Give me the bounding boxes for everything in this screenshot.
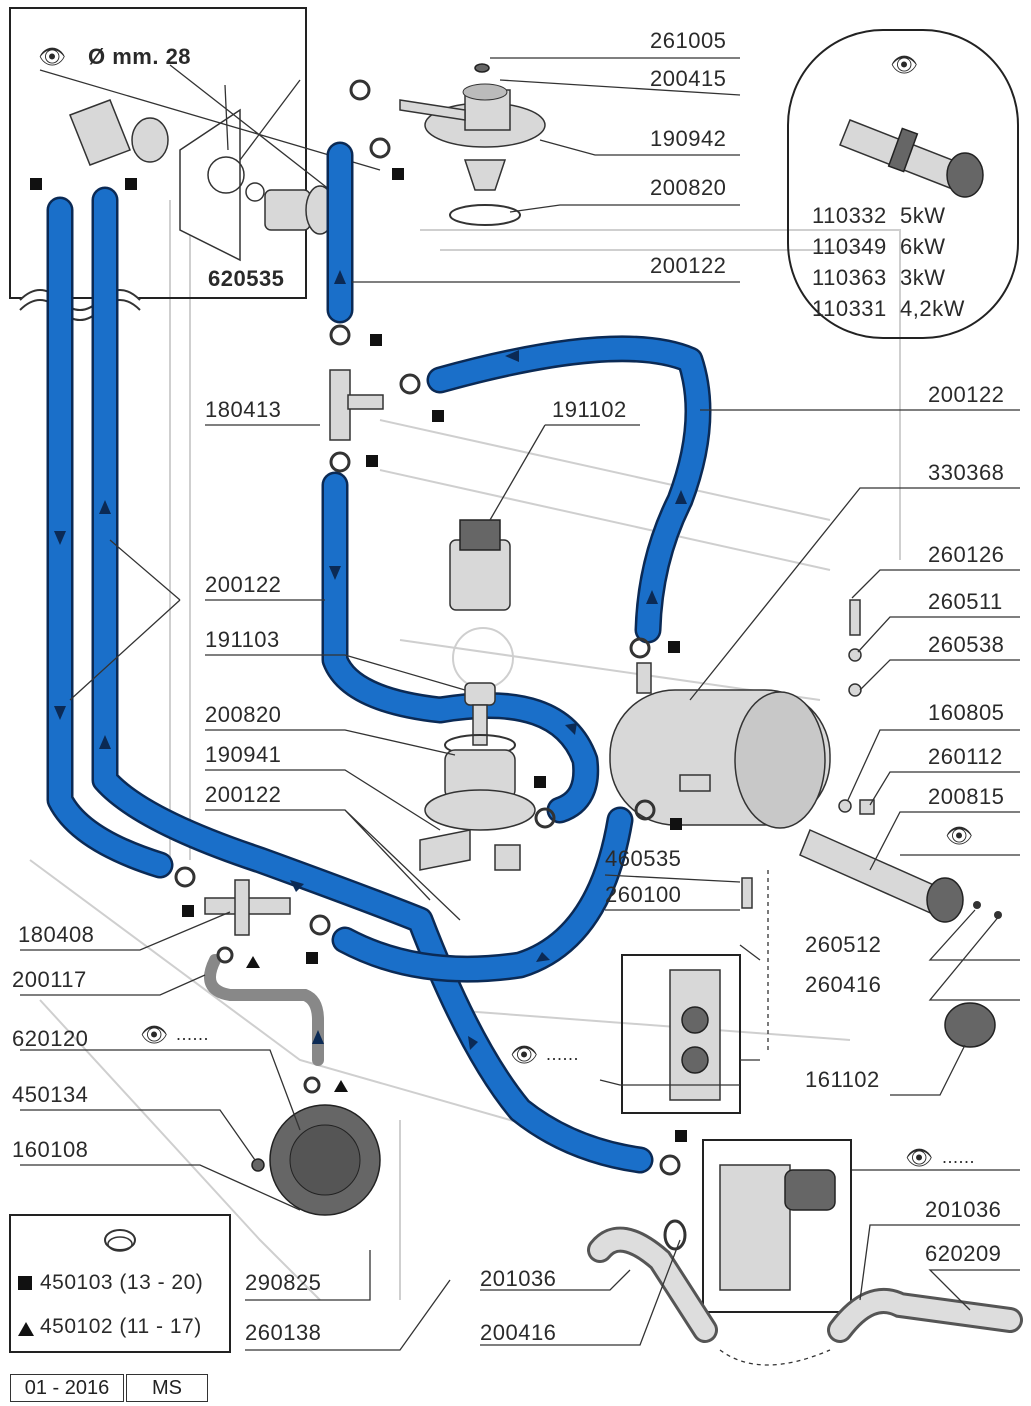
legend-box [9, 1214, 231, 1353]
part-460535: 460535 [605, 846, 682, 871]
part-260126: 260126 [928, 542, 1005, 567]
part-260416: 260416 [805, 972, 882, 997]
part-200416: 200416 [480, 1320, 557, 1345]
variant-code: 110349 [812, 234, 887, 259]
heater-variants-frame [787, 29, 1019, 339]
part-191103: 191103 [205, 627, 280, 652]
part-620209: 620209 [925, 1241, 1002, 1266]
triangle-markers [246, 956, 348, 1092]
eye-icon: 👁 [945, 823, 974, 848]
part-200820-top: 200820 [650, 175, 727, 200]
part-200415: 200415 [650, 66, 727, 91]
part-200820-mid: 200820 [205, 702, 282, 727]
footer-date: 01 - 2016 [10, 1374, 124, 1402]
part-191102: 191102 [552, 397, 627, 422]
part-161102: 161102 [805, 1067, 880, 1092]
part-180413: 180413 [205, 397, 282, 422]
part-160108: 160108 [12, 1137, 89, 1162]
clamp-icon [104, 1229, 136, 1252]
part-260138: 260138 [245, 1320, 322, 1345]
variant-code: 110331 [812, 296, 887, 321]
variant-row: 110331 4,2kW [812, 293, 965, 324]
inset-box-620535 [9, 7, 307, 299]
part-201036-left: 201036 [480, 1266, 557, 1291]
dots-indicator: ...... [546, 1044, 580, 1064]
part-450134: 450134 [12, 1082, 89, 1107]
part-260538: 260538 [928, 632, 1005, 657]
variant-power: 4,2kW [900, 296, 965, 321]
part-180408: 180408 [18, 922, 95, 947]
hoses [46, 141, 712, 1174]
legend-triangle-marker [18, 1322, 34, 1336]
eye-icon: 👁 [510, 1042, 539, 1067]
leader-lines [20, 57, 1020, 1366]
part-620535: 620535 [208, 266, 285, 291]
variant-power: 3kW [900, 265, 946, 290]
part-190941: 190941 [205, 742, 282, 767]
heater-variants-list: 110332 5kW 110349 6kW 110363 3kW 110331 … [812, 200, 965, 324]
part-260112: 260112 [928, 744, 1003, 769]
dots-indicator: ...... [942, 1147, 976, 1167]
part-330368: 330368 [928, 460, 1005, 485]
part-200117: 200117 [12, 967, 87, 992]
eye-icon: 👁 [140, 1022, 169, 1047]
eye-icon: 👁 [890, 52, 919, 77]
inset-box-solenoid [702, 1139, 852, 1313]
part-200122-top: 200122 [650, 253, 727, 278]
variant-row: 110363 3kW [812, 262, 965, 293]
legend-square-label: 450103 (13 - 20) [40, 1271, 204, 1294]
part-201036-right: 201036 [925, 1197, 1002, 1222]
part-620120: 620120 [12, 1026, 89, 1051]
parts [174, 63, 1023, 1343]
legend-triangle-label: 450102 (11 - 17) [40, 1315, 202, 1338]
square-markers [30, 168, 687, 1142]
dots-indicator: ...... [176, 1024, 210, 1044]
variant-code: 110363 [812, 265, 887, 290]
part-190942: 190942 [650, 126, 727, 151]
variant-power: 6kW [900, 234, 946, 259]
legend-square-marker [18, 1276, 32, 1290]
eye-icon: 👁 [38, 44, 67, 69]
inset-box-switch [621, 954, 741, 1114]
part-200122-left: 200122 [205, 572, 282, 597]
variant-power: 5kW [900, 203, 946, 228]
part-200122-mid: 200122 [205, 782, 282, 807]
part-260100: 260100 [605, 882, 682, 907]
flow-arrows [54, 270, 687, 1050]
footer-code: MS [126, 1374, 208, 1402]
part-260512: 260512 [805, 932, 882, 957]
part-290825: 290825 [245, 1270, 322, 1295]
eye-icon: 👁 [905, 1145, 934, 1170]
part-200122-right: 200122 [928, 382, 1005, 407]
part-260511: 260511 [928, 589, 1003, 614]
part-200815: 200815 [928, 784, 1005, 809]
part-160805: 160805 [928, 700, 1005, 725]
diameter-label: Ø mm. 28 [88, 44, 192, 69]
variant-row: 110332 5kW [812, 200, 965, 231]
variant-code: 110332 [812, 203, 887, 228]
part-261005: 261005 [650, 28, 727, 53]
variant-row: 110349 6kW [812, 231, 965, 262]
